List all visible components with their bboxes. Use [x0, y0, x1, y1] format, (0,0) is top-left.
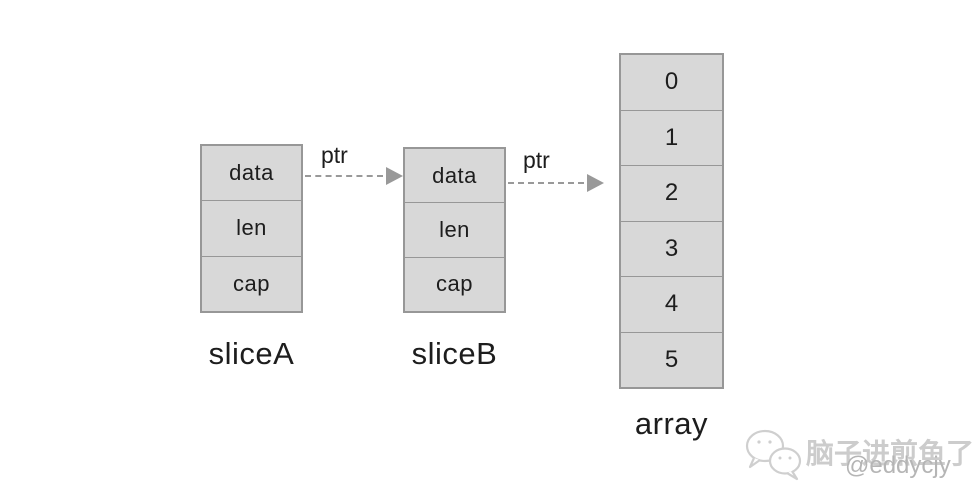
- ptr-arrow-1-line: [305, 175, 383, 177]
- array-cell-1: 1: [621, 111, 722, 166]
- sliceB-len-label: len: [439, 216, 470, 242]
- watermark-handle-text: @eddycjy: [845, 452, 951, 479]
- sliceA-struct: data len cap: [200, 144, 303, 313]
- array-cell-1-value: 1: [664, 123, 679, 151]
- sliceB-struct: data len cap: [403, 147, 506, 313]
- ptr-arrow-2-head: [587, 174, 604, 192]
- array-cell-5-value: 5: [664, 345, 679, 373]
- sliceB-data-label: data: [432, 162, 477, 188]
- sliceB-cap-label: cap: [436, 271, 473, 297]
- sliceA-len-label: len: [236, 215, 267, 241]
- watermark-brand-text: 脑子进煎鱼了: [806, 438, 972, 469]
- array-cell-2: 2: [621, 166, 722, 222]
- ptr-arrow-1-head: [386, 167, 403, 185]
- sliceA-name-label: sliceA: [208, 336, 295, 371]
- sliceB-name-label: sliceB: [411, 336, 498, 371]
- array-cell-3-value: 3: [664, 234, 679, 262]
- sliceB-len-cell: len: [405, 203, 504, 258]
- sliceA-cap-label: cap: [233, 270, 270, 296]
- ptr-arrow-2-line: [508, 182, 584, 184]
- array-box: 0 1 2 3 4 5: [619, 53, 724, 389]
- sliceA-data-label: data: [229, 160, 274, 186]
- sliceB-data-cell: data: [405, 149, 504, 204]
- ptr-label-2: ptr: [523, 147, 550, 173]
- sliceB-cap-cell: cap: [405, 258, 504, 311]
- sliceA-data-cell: data: [202, 146, 301, 202]
- wechat-icon: [745, 429, 802, 481]
- sliceA-len-cell: len: [202, 201, 301, 257]
- array-cell-5: 5: [621, 333, 722, 388]
- array-cell-0-value: 0: [664, 68, 679, 96]
- sliceA-cap-cell: cap: [202, 257, 301, 311]
- array-name-label: array: [634, 406, 709, 441]
- ptr-label-1: ptr: [321, 142, 348, 168]
- array-cell-3: 3: [621, 222, 722, 277]
- array-cell-4-value: 4: [664, 290, 679, 318]
- array-cell-2-value: 2: [664, 179, 679, 207]
- array-cell-4: 4: [621, 277, 722, 333]
- array-cell-0: 0: [621, 55, 722, 111]
